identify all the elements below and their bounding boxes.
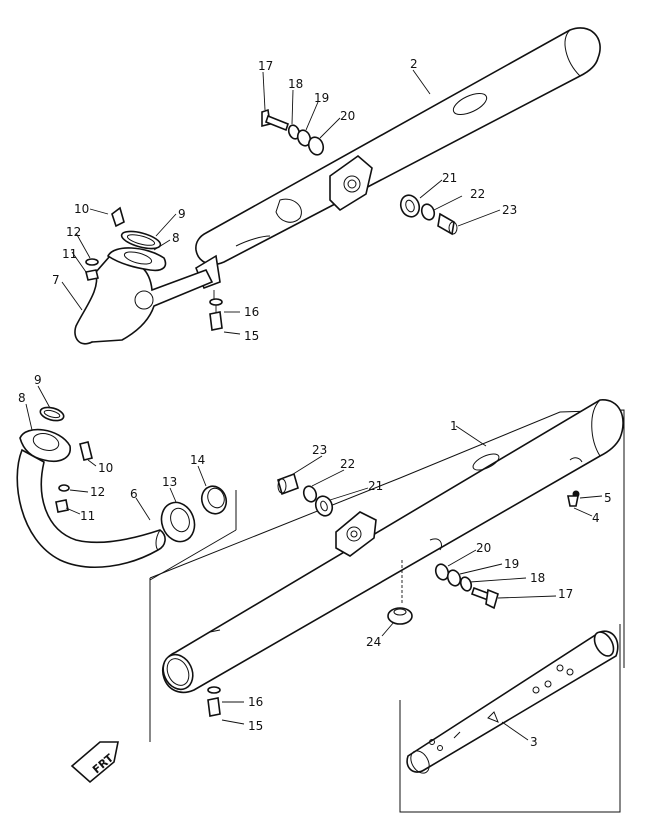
callout-21-lower: 21: [368, 479, 383, 493]
stud-lower: [79, 441, 93, 461]
callout-1: 1: [450, 419, 458, 433]
gasket-lower: [39, 406, 65, 422]
callout-3: 3: [530, 735, 538, 749]
washer-19-lower: [446, 569, 462, 587]
callout-13: 13: [162, 475, 177, 489]
callout-2: 2: [410, 57, 418, 71]
muffler-lower: [161, 399, 624, 694]
washer-16-upper: [209, 298, 223, 306]
callout-4: 4: [592, 511, 600, 525]
callout-20-lower: 20: [476, 541, 491, 555]
callout-17-upper: 17: [258, 59, 273, 73]
flange-upper: [106, 247, 167, 272]
washer-19-upper: [296, 129, 312, 147]
cap-24: [387, 607, 413, 625]
callout-19-lower: 19: [504, 557, 519, 571]
callout-10-lower: 10: [98, 461, 113, 475]
callout-11-lower: 11: [80, 509, 95, 523]
muffler-upper: [195, 27, 601, 290]
callout-14: 14: [190, 453, 205, 467]
clamp-13: [160, 501, 196, 543]
callout-15-upper: 15: [244, 329, 259, 343]
callout-21-upper: 21: [442, 171, 457, 185]
washer-16-lower: [207, 686, 221, 694]
callout-18-upper: 18: [288, 77, 303, 91]
washer-18-upper: [287, 124, 301, 140]
callout-16-lower: 16: [248, 695, 263, 709]
washer-20-upper: [307, 136, 325, 156]
washer-22-lower: [302, 485, 318, 503]
callout-labels: 2 17 18 19 20 21 22 23 10 9 8 12 11 7 16…: [18, 57, 612, 749]
callout-15-lower: 15: [248, 719, 263, 733]
gasket-14: [200, 485, 228, 515]
grommet-21-upper: [399, 194, 421, 218]
grommet-21-lower: [314, 495, 334, 517]
front-arrow-icon: FRT: [70, 741, 119, 784]
callout-7: 7: [52, 273, 60, 287]
washer-20-lower: [434, 563, 450, 581]
callout-9-lower: 9: [34, 373, 42, 387]
washer-12-upper: [85, 258, 99, 266]
callout-23-lower: 23: [312, 443, 327, 457]
callout-11-upper: 11: [62, 247, 77, 261]
leader-lines: [25, 69, 603, 741]
callout-18-lower: 18: [530, 571, 545, 585]
flange-lower: [19, 428, 71, 462]
callout-9-upper: 9: [178, 207, 186, 221]
callout-23-upper: 23: [502, 203, 517, 217]
callout-12-upper: 12: [66, 225, 81, 239]
lower-muffler-assembly: [16, 399, 625, 813]
callout-8-upper: 8: [172, 231, 180, 245]
callout-5: 5: [604, 491, 612, 505]
stud-upper: [111, 206, 125, 228]
callout-12-lower: 12: [90, 485, 105, 499]
callout-22-upper: 22: [470, 187, 485, 201]
nut-11-upper: [85, 269, 99, 281]
upper-muffler-assembly: [74, 27, 601, 345]
bolt-15-upper: [209, 311, 223, 331]
washer-18-lower: [459, 576, 473, 592]
callout-6: 6: [130, 487, 138, 501]
inner-baffle-tube: [406, 630, 619, 774]
gasket-upper: [120, 230, 162, 250]
callout-10-upper: 10: [74, 202, 89, 216]
callout-17-lower: 17: [558, 587, 573, 601]
washer-12-lower: [58, 484, 70, 492]
exhaust-pipe-upper: [74, 254, 214, 345]
callout-20-upper: 20: [340, 109, 355, 123]
collar-23-upper: [437, 212, 455, 236]
collar-23-lower: [277, 472, 299, 496]
screw-4: [567, 495, 579, 507]
exhaust-pipe-lower: [16, 448, 166, 569]
callout-19-upper: 19: [314, 91, 329, 105]
washer-22-upper: [420, 203, 436, 221]
bolt-15-lower: [207, 697, 221, 717]
callout-24: 24: [366, 635, 381, 649]
callout-16-upper: 16: [244, 305, 259, 319]
callout-8-lower: 8: [18, 391, 26, 405]
nut-11-lower: [55, 499, 69, 513]
callout-22-lower: 22: [340, 457, 355, 471]
